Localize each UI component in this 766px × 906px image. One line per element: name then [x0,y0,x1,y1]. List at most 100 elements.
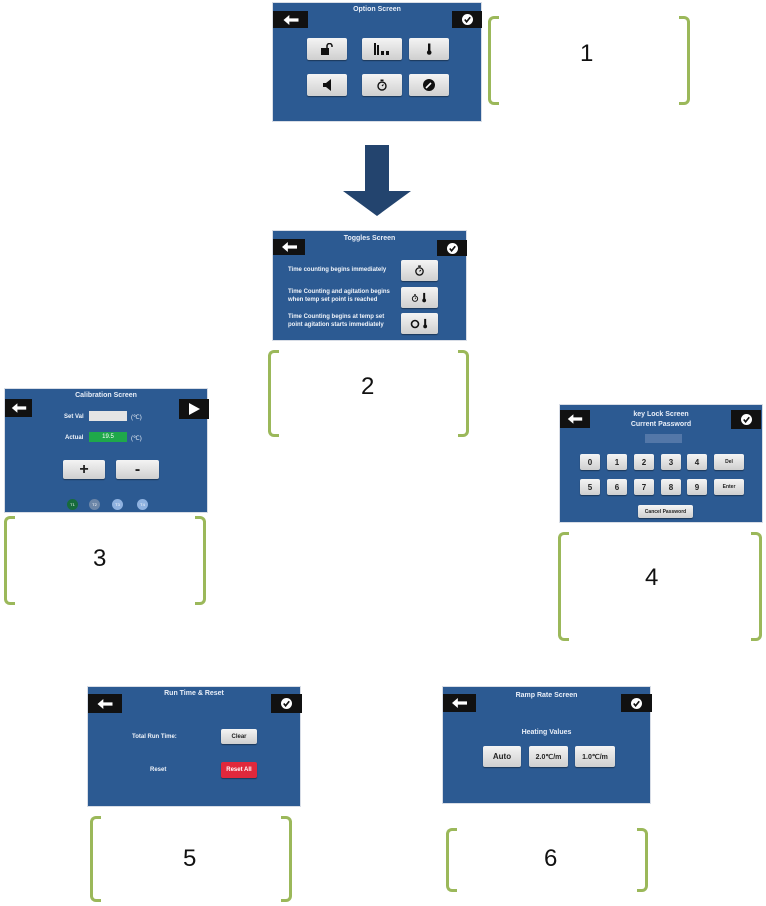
confirm-button[interactable] [621,694,652,712]
confirm-button[interactable] [437,240,467,256]
arrow-left-icon [282,15,300,25]
total-run-time-label: Total Run Time: [132,734,177,740]
step-label: 4 [645,564,659,591]
step-label: 1 [580,40,594,67]
toggle-setpoint-button[interactable] [401,287,438,308]
play-icon [189,403,200,415]
back-button[interactable] [560,410,590,428]
arrow-left-icon [567,414,583,424]
ramp-auto-button[interactable]: Auto [483,746,521,767]
ramp-2c-button[interactable]: 2.0℃/m [529,746,568,767]
key-1[interactable]: 1 [607,454,627,470]
bracket-right [679,16,690,105]
arrow-left-icon [451,698,468,708]
step-label: 3 [93,545,107,572]
run-time-screen: Run Time & Reset Total Run Time: Clear R… [87,686,302,807]
key-7[interactable]: 7 [634,479,654,495]
ramp-1c-button[interactable]: 1.0℃/m [575,746,615,767]
actual-value: 19.5 [89,432,127,442]
decrease-button[interactable]: - [116,460,159,479]
toggle-label: Time counting begins immediately [288,267,387,273]
bracket-right [281,816,292,902]
back-button[interactable] [273,11,308,28]
confirm-button[interactable] [452,11,482,28]
wrench-icon [423,79,435,91]
bracket-left [90,816,101,902]
bracket-right [637,828,648,892]
increase-button[interactable]: + [63,460,105,479]
key-3[interactable]: 3 [661,454,681,470]
delete-key[interactable]: Del [714,454,744,470]
key-6[interactable]: 6 [607,479,627,495]
enter-key[interactable]: Enter [714,479,744,495]
arrow-left-icon [96,699,114,709]
thermometer-icon [419,291,429,304]
set-val-label: Set Val [64,414,84,420]
back-button[interactable] [443,694,476,712]
bracket-right [751,532,762,641]
actual-label: Actual [65,435,84,441]
speaker-icon [323,79,331,91]
password-input[interactable] [645,434,682,443]
key-0[interactable]: 0 [580,454,600,470]
toggles-screen: Toggles Screen Time counting begins imme… [272,230,467,341]
toggles-button[interactable] [362,74,402,96]
bracket-right [195,516,206,605]
screen-title: Calibration Screen [75,392,137,399]
toggle-immediate-button[interactable] [401,260,438,281]
unlock-icon [321,43,333,55]
cancel-password-button[interactable]: Cancel Password [638,505,693,518]
bracket-left [268,350,279,437]
screen-title: key Lock Screen [633,411,689,418]
key-2[interactable]: 2 [634,454,654,470]
step-label: 6 [544,845,558,872]
screen-title: Option Screen [353,6,401,13]
tab-t1[interactable]: T1 [67,499,78,510]
clear-button[interactable]: Clear [221,729,257,744]
current-password-label: Current Password [630,421,692,428]
tab-t4[interactable]: T4 [137,499,148,510]
calibration-screen: Calibration Screen Set Val (℃) Actual 19… [4,388,209,513]
check-icon [631,698,642,709]
back-button[interactable] [273,239,305,255]
option-screen: Option Screen [272,2,482,122]
key-lock-button[interactable] [307,38,347,60]
bracket-left [446,828,457,892]
back-button[interactable] [88,694,122,713]
thermometer-icon [420,317,430,330]
calibration-button[interactable] [409,38,449,60]
reset-label: Reset [150,767,167,773]
screen-title: Run Time & Reset [164,690,224,697]
unit-label: (℃) [131,436,142,442]
check-icon [741,414,752,425]
ramp-rate-button[interactable] [362,38,402,60]
tab-t3[interactable]: T3 [112,499,123,510]
reset-all-button[interactable]: Reset All [221,762,257,778]
tab-t2[interactable]: T2 [89,499,100,510]
key-9[interactable]: 9 [687,479,707,495]
screen-title: Toggles Screen [343,235,396,242]
ring-icon [410,319,419,328]
key-8[interactable]: 8 [661,479,681,495]
toggle-label: Time Counting and agitation begins when … [288,289,390,303]
run-time-button[interactable] [409,74,449,96]
ramp-rate-screen: Ramp Rate Screen Heating Values Auto 2.0… [442,686,652,804]
check-icon [462,14,473,25]
unit-label: (℃) [131,415,142,421]
toggle-agitation-button[interactable] [401,313,438,334]
bracket-left [4,516,15,605]
set-val-field[interactable] [89,411,127,421]
thermometer-icon [423,42,435,56]
bracket-left [558,532,569,641]
confirm-button[interactable] [731,410,761,429]
sound-button[interactable] [307,74,347,96]
screen-title: Ramp Rate Screen [515,692,578,699]
back-button[interactable] [5,399,32,417]
step-label: 5 [183,845,197,872]
confirm-button[interactable] [271,694,302,713]
toggle-label: Time Counting begins at temp set point a… [288,314,385,328]
next-button[interactable] [179,399,209,419]
key-4[interactable]: 4 [687,454,707,470]
stopwatch-icon [411,294,419,302]
key-5[interactable]: 5 [580,479,600,495]
